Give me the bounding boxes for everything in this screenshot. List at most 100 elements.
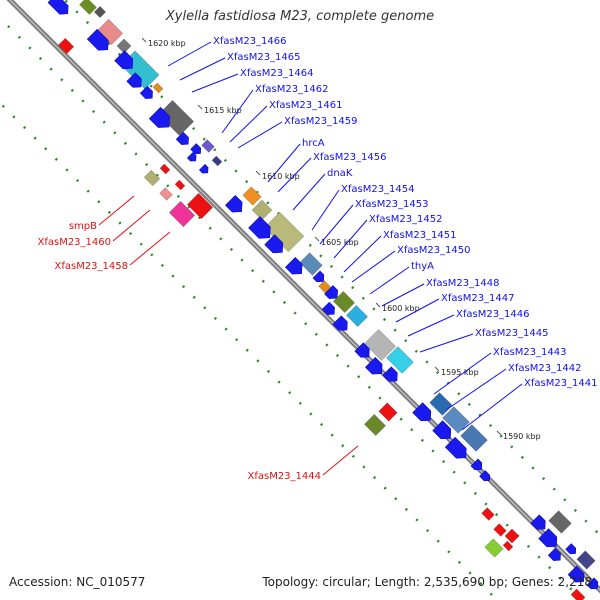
label-leader-line [433, 352, 492, 395]
gene-arrow [412, 402, 432, 422]
forward-gene-block [460, 424, 488, 452]
label-leader-line [461, 383, 523, 431]
tick-mark [375, 302, 381, 308]
forward-gene-block [382, 366, 398, 382]
reverse-gene-block [484, 538, 504, 558]
label-leader-line [277, 157, 312, 193]
gene-rect [364, 414, 386, 436]
forward-gene-block [143, 169, 161, 187]
label-leader-line [322, 445, 359, 476]
forward-gene-block [285, 257, 303, 275]
label-leader-line [292, 173, 326, 211]
reverse-gene-block [57, 37, 75, 55]
forward-gene-block [175, 131, 189, 145]
forward-gene-label: XfasM23_1454 [341, 184, 415, 195]
gene-rect [201, 139, 215, 153]
gene-arrow [538, 528, 558, 548]
gene-arrow [567, 565, 585, 583]
forward-gene-label: XfasM23_1447 [441, 293, 515, 304]
label-leader-line [407, 314, 455, 337]
gene-arrow [586, 577, 599, 590]
forward-gene-block [201, 139, 215, 153]
dotted-track-line [0, 101, 499, 600]
forward-gene-label: XfasM23_1445 [475, 328, 549, 339]
reverse-gene-label: XfasM23_1460 [37, 237, 111, 248]
forward-gene-block [333, 291, 355, 313]
gene-arrow [248, 216, 271, 239]
gene-rect [493, 523, 507, 537]
forward-gene-block [186, 151, 197, 162]
genome-stats-text: Topology: circular; Length: 2,535,690 bp… [262, 575, 592, 589]
gene-arrow [321, 301, 335, 315]
forward-gene-block [324, 285, 338, 299]
forward-gene-block [198, 163, 209, 174]
gene-rect [484, 538, 504, 558]
gene-arrow [444, 436, 467, 459]
gene-arrow [365, 357, 383, 375]
gene-arrow [47, 0, 69, 15]
forward-gene-label: XfasM23_1443 [493, 347, 567, 358]
gene-arrow [312, 270, 325, 283]
gene-arrow [332, 315, 348, 331]
tick-mark [141, 37, 147, 43]
gene-rect [299, 252, 323, 276]
gene-rect [159, 187, 173, 201]
forward-gene-block [93, 5, 107, 19]
forward-gene-block [444, 436, 467, 459]
forward-gene-block [565, 543, 577, 555]
label-leader-line [311, 189, 340, 231]
gene-rect [211, 155, 223, 167]
gene-labels: XfasM23_1466XfasM23_1465XfasM23_1464Xfas… [37, 36, 597, 482]
label-leader-line [381, 283, 425, 307]
forward-gene-block [332, 315, 348, 331]
reverse-gene-block [174, 179, 186, 191]
reverse-gene-block [504, 528, 520, 544]
forward-gene-block [148, 106, 170, 128]
tick-label: 1600 kbp [382, 304, 420, 313]
gene-arrow [198, 163, 209, 174]
gene-rect [481, 507, 495, 521]
gene-arrow [324, 285, 338, 299]
forward-gene-label: XfasM23_1451 [383, 230, 457, 241]
accession-text: Accession: NC_010577 [9, 575, 146, 589]
reverse-gene-label: XfasM23_1444 [247, 471, 321, 482]
genome-backbone [6, 0, 600, 594]
forward-gene-block [312, 270, 325, 283]
label-leader-line [369, 266, 410, 295]
gene-arrow [354, 342, 370, 358]
label-leader-line [333, 219, 368, 259]
label-leaders [98, 41, 523, 476]
reverse-gene-block [168, 200, 196, 228]
forward-gene-block [576, 550, 596, 570]
forward-gene-label: XfasM23_1441 [524, 378, 598, 389]
label-leader-line [237, 121, 283, 149]
gene-arrow [432, 420, 452, 440]
tick-mark [496, 430, 502, 436]
gene-arrow [139, 85, 153, 99]
forward-gene-block [365, 357, 383, 375]
forward-gene-block [479, 470, 491, 482]
forward-gene-label: XfasM23_1452 [369, 214, 443, 225]
reverse-gene-block [481, 507, 495, 521]
reverse-gene-block [159, 163, 171, 175]
gene-rect [116, 38, 132, 54]
forward-gene-block [139, 85, 153, 99]
gene-rect [460, 424, 488, 452]
forward-gene-block [264, 234, 284, 254]
forward-gene-label: XfasM23_1450 [397, 245, 471, 256]
forward-gene-block [386, 346, 414, 374]
reverse-gene-block [378, 402, 398, 422]
forward-gene-block [538, 528, 558, 548]
gene-rect [548, 510, 572, 534]
forward-gene-label: XfasM23_1442 [508, 363, 582, 374]
gene-rect [386, 346, 414, 374]
gene-arrow [547, 547, 561, 561]
tick-mark [434, 366, 440, 372]
gene-rect [93, 5, 107, 19]
gene-arrow [190, 143, 202, 155]
forward-gene-block [152, 82, 164, 94]
label-leader-line [179, 57, 226, 81]
forward-gene-label: XfasM23_1461 [269, 100, 343, 111]
forward-gene-block [432, 420, 452, 440]
